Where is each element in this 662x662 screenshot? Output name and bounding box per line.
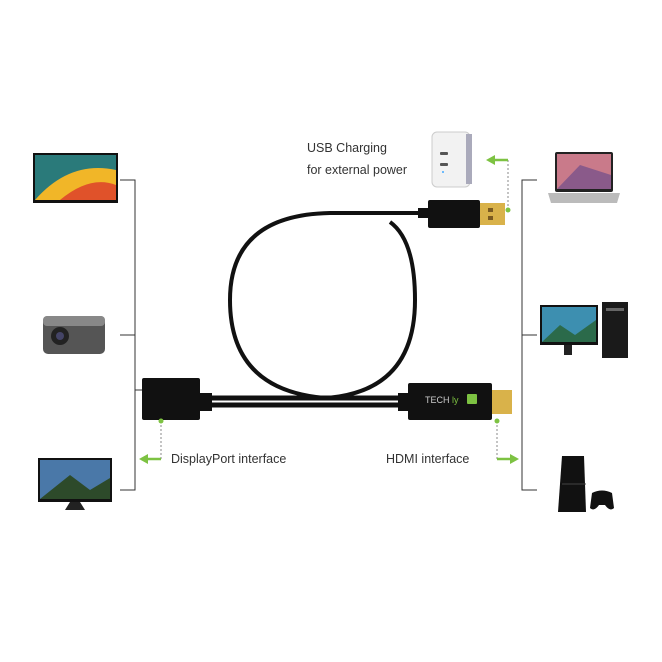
displayport-interface-label: DisplayPort interface [171,452,287,466]
brand-logo: TECH [425,395,450,405]
monitor-icon [38,458,112,510]
projector-icon [43,316,105,354]
hdmi-male-connector: TECH ly [398,383,512,420]
adapter-cable [200,211,428,408]
laptop-icon [548,152,620,203]
game-console-icon [558,456,614,512]
usb-charging-label: USB Charging [307,141,387,155]
usb-a-plug [418,200,505,228]
right-bracket [521,179,537,491]
displayport-female-connector [142,378,212,420]
brand-logo-accent: ly [452,395,459,405]
usb-charger-icon [431,131,472,188]
usb-pointer-arrow [486,155,511,213]
external-power-label: for external power [307,163,408,177]
hdmi-pointer-arrow [494,418,519,464]
displayport-pointer-arrow [139,418,164,464]
tv-icon [33,153,118,203]
left-bracket [120,179,142,491]
desktop-pc-icon [540,302,628,358]
hdmi-interface-label: HDMI interface [386,452,470,466]
